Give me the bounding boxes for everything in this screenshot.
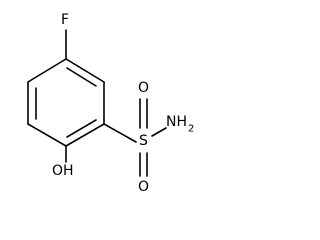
fluorine-label: F bbox=[61, 12, 69, 28]
sulfur-label: S bbox=[139, 133, 148, 149]
hydroxyl-label: OH bbox=[52, 163, 74, 179]
sulfur-nitrogen-bond bbox=[151, 127, 167, 137]
oxygen-bottom-label: O bbox=[138, 179, 149, 195]
amine-subscript: 2 bbox=[188, 124, 194, 135]
ring-bond-top-right bbox=[65, 58, 105, 83]
ring-bond-bottom-left bbox=[27, 123, 67, 147]
ring-bond-bottom-right bbox=[65, 123, 105, 147]
chemical-structure: F OH S O O NH 2 bbox=[27, 12, 194, 195]
ring-double-bond-bottom bbox=[66, 119, 97, 138]
ring-double-bond-top-right bbox=[66, 67, 97, 87]
ring-bond-top-left bbox=[27, 58, 67, 83]
oxygen-top-label: O bbox=[138, 80, 149, 96]
amine-label: NH bbox=[166, 114, 187, 130]
carbon-sulfur-bond bbox=[103, 123, 137, 143]
